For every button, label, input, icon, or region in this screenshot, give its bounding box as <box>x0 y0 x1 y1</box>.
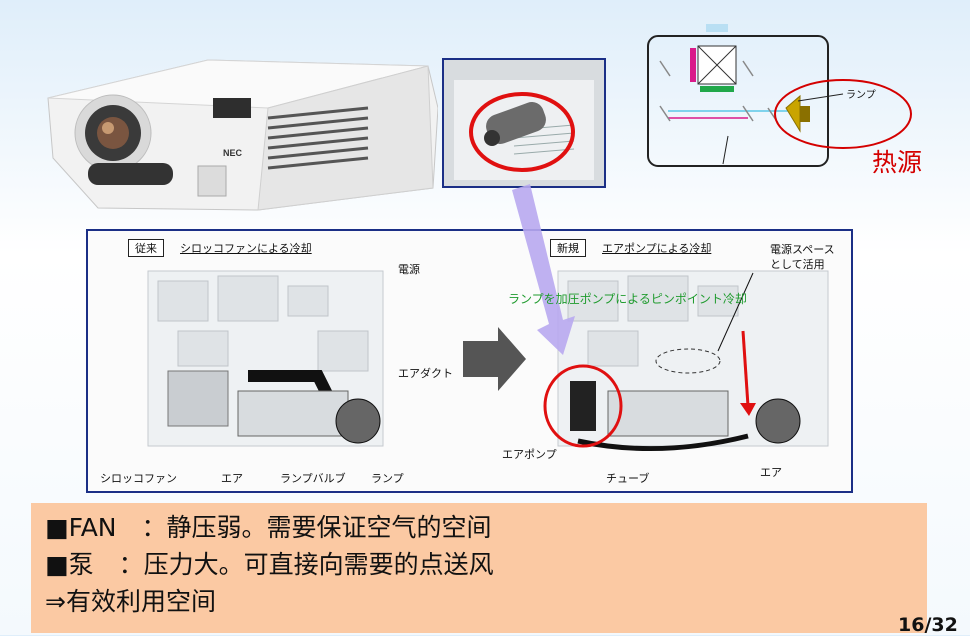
summary-line-fan: ■FAN ：静压弱。需要保证空气的空间 <box>45 509 927 546</box>
summary-text-box: ■FAN ：静压弱。需要保证空气的空间 ■泵 ：压力大。可直接向需要的点送风 ⇒… <box>31 503 927 633</box>
summary-line-pump: ■泵 ：压力大。可直接向需要的点送风 <box>45 546 927 583</box>
page-number: 16/32 <box>898 614 958 636</box>
pinpoint-cooling-note: ランプを加圧ポンプによるピンポイント冷却 <box>508 290 747 307</box>
summary-line-result: ⇒有效利用空间 <box>45 583 927 620</box>
